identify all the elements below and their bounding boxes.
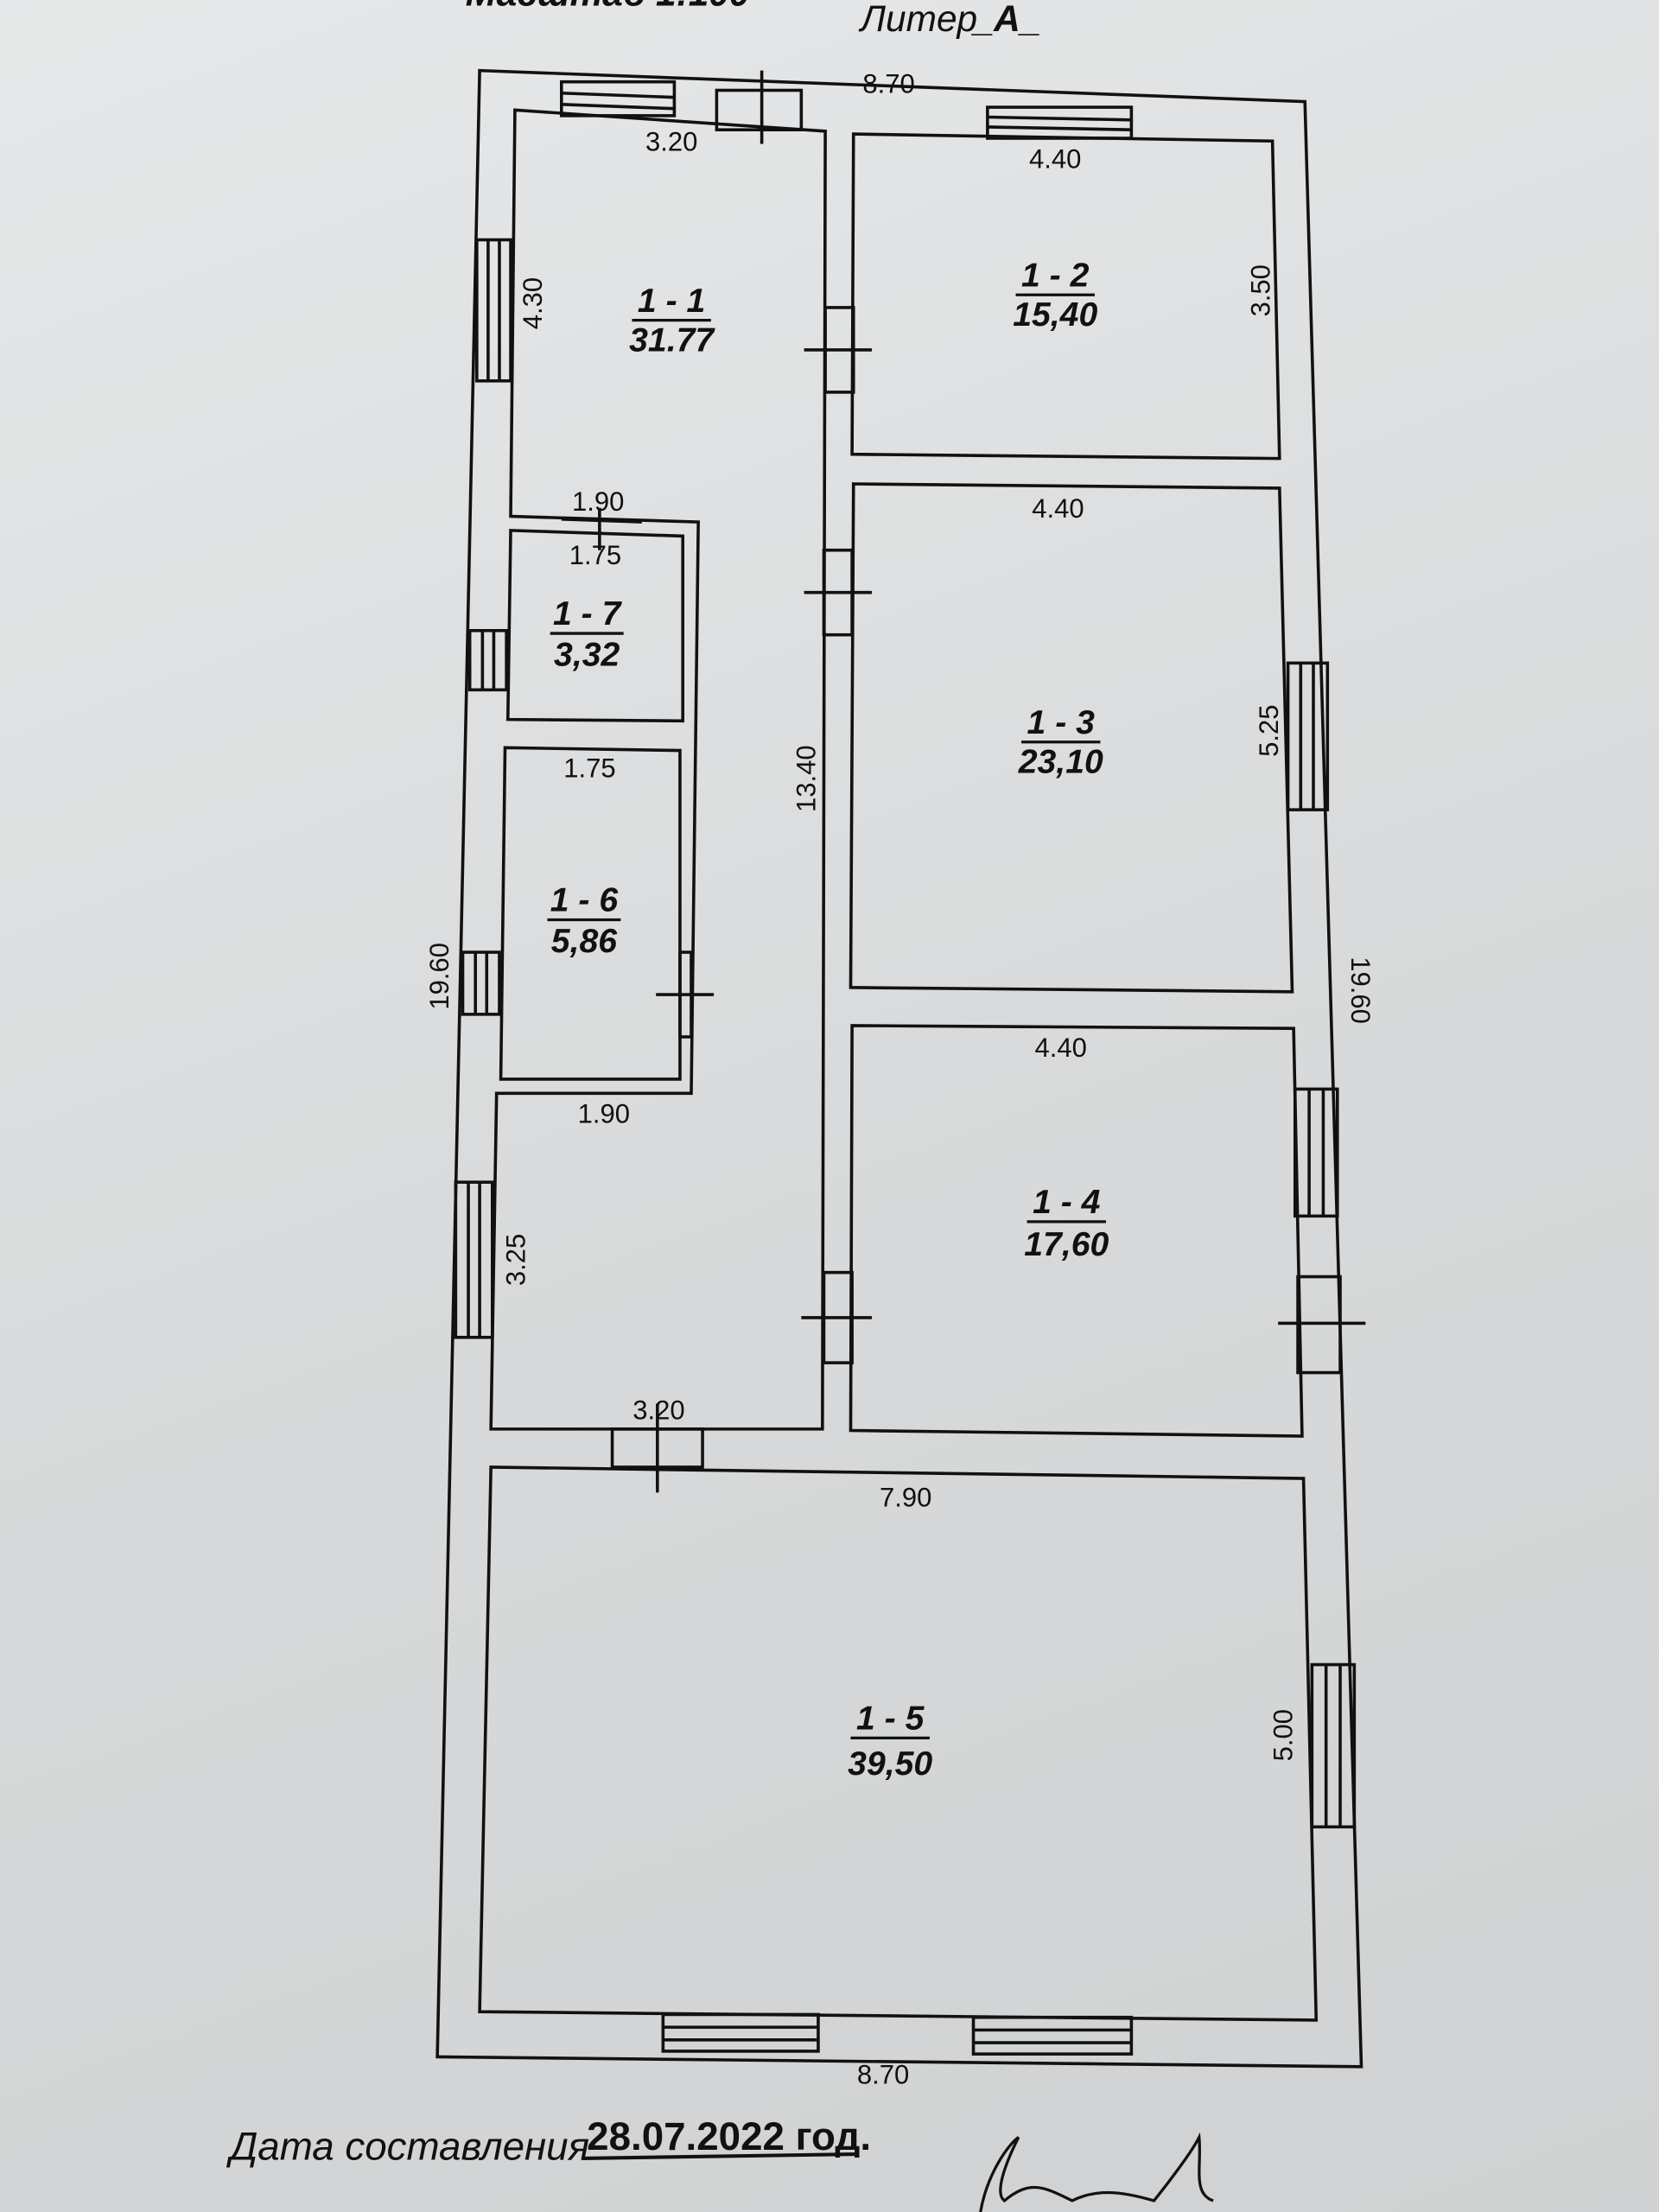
svg-text:3.50: 3.50 <box>1245 264 1275 316</box>
dimension-labels: 8.70 8.70 19.60 19.60 3.20 4.30 1.90 1.7… <box>424 69 1376 2090</box>
room-label-1-5: 1 - 5 39,50 <box>848 1700 932 1783</box>
svg-text:5.25: 5.25 <box>1254 705 1284 757</box>
svg-text:1 - 2: 1 - 2 <box>1021 257 1090 294</box>
svg-text:4.40: 4.40 <box>1035 1033 1087 1063</box>
svg-text:39,50: 39,50 <box>848 1745 932 1783</box>
svg-text:3.20: 3.20 <box>632 1395 684 1425</box>
signature <box>979 2132 1214 2212</box>
svg-text:19.60: 19.60 <box>1345 957 1376 1024</box>
date-underline <box>582 2152 855 2160</box>
room-label-1-2: 1 - 215,40 <box>1013 257 1097 334</box>
outer-wall <box>435 68 1363 2069</box>
room-1-3 <box>849 482 1294 994</box>
svg-text:23,10: 23,10 <box>1018 744 1103 781</box>
doors[interactable] <box>561 70 1366 1493</box>
svg-text:1.90: 1.90 <box>578 1099 630 1129</box>
svg-text:17,60: 17,60 <box>1024 1226 1109 1263</box>
room-1-5 <box>478 1465 1319 2022</box>
svg-text:1.90: 1.90 <box>572 486 624 517</box>
date-label: Дата составления <box>226 2125 589 2169</box>
svg-text:31.77: 31.77 <box>629 322 715 359</box>
svg-text:1.75: 1.75 <box>563 753 615 784</box>
svg-text:15,40: 15,40 <box>1013 296 1097 334</box>
svg-text:5.00: 5.00 <box>1268 1709 1299 1761</box>
room-label-1-6: 1 - 6 5,86 <box>547 882 621 960</box>
svg-text:19.60: 19.60 <box>424 943 454 1010</box>
svg-text:3.20: 3.20 <box>645 127 697 157</box>
svg-text:4.30: 4.30 <box>518 277 548 329</box>
svg-text:8.70: 8.70 <box>862 69 914 99</box>
room-label-1-3: 1 - 323,10 <box>1018 704 1103 781</box>
liter-value: _А_ <box>971 0 1041 39</box>
svg-text:8.70: 8.70 <box>857 2059 909 2089</box>
svg-text:13.40: 13.40 <box>791 745 822 812</box>
room-1-6 <box>499 746 682 1081</box>
liter-label: Литер <box>858 0 977 39</box>
room-label-1-7: 1 - 7 3,32 <box>550 595 624 674</box>
svg-text:1 - 7: 1 - 7 <box>553 595 623 632</box>
date-value: 28.07.2022 год. <box>587 2114 871 2158</box>
svg-text:1 - 3: 1 - 3 <box>1027 704 1096 741</box>
svg-text:1 - 4: 1 - 4 <box>1033 1184 1101 1221</box>
room-1-7 <box>505 529 684 723</box>
svg-text:3.25: 3.25 <box>500 1234 531 1286</box>
svg-text:1 - 1: 1 - 1 <box>638 283 705 320</box>
svg-text:5,86: 5,86 <box>551 923 617 960</box>
svg-text:7.90: 7.90 <box>880 1483 931 1513</box>
room-label-1-4: 1 - 4 17,60 <box>1024 1184 1109 1263</box>
svg-text:3,32: 3,32 <box>554 637 620 674</box>
svg-text:1 - 6: 1 - 6 <box>550 882 619 919</box>
svg-text:4.40: 4.40 <box>1029 143 1081 174</box>
scale-label: Масштаб 1:100 <box>466 0 750 14</box>
svg-text:4.40: 4.40 <box>1032 493 1084 524</box>
room-label-1-1: 1 - 131.77 <box>629 283 715 359</box>
windows <box>454 79 1357 2056</box>
svg-text:1.75: 1.75 <box>569 540 621 570</box>
svg-text:1 - 5: 1 - 5 <box>856 1700 925 1738</box>
